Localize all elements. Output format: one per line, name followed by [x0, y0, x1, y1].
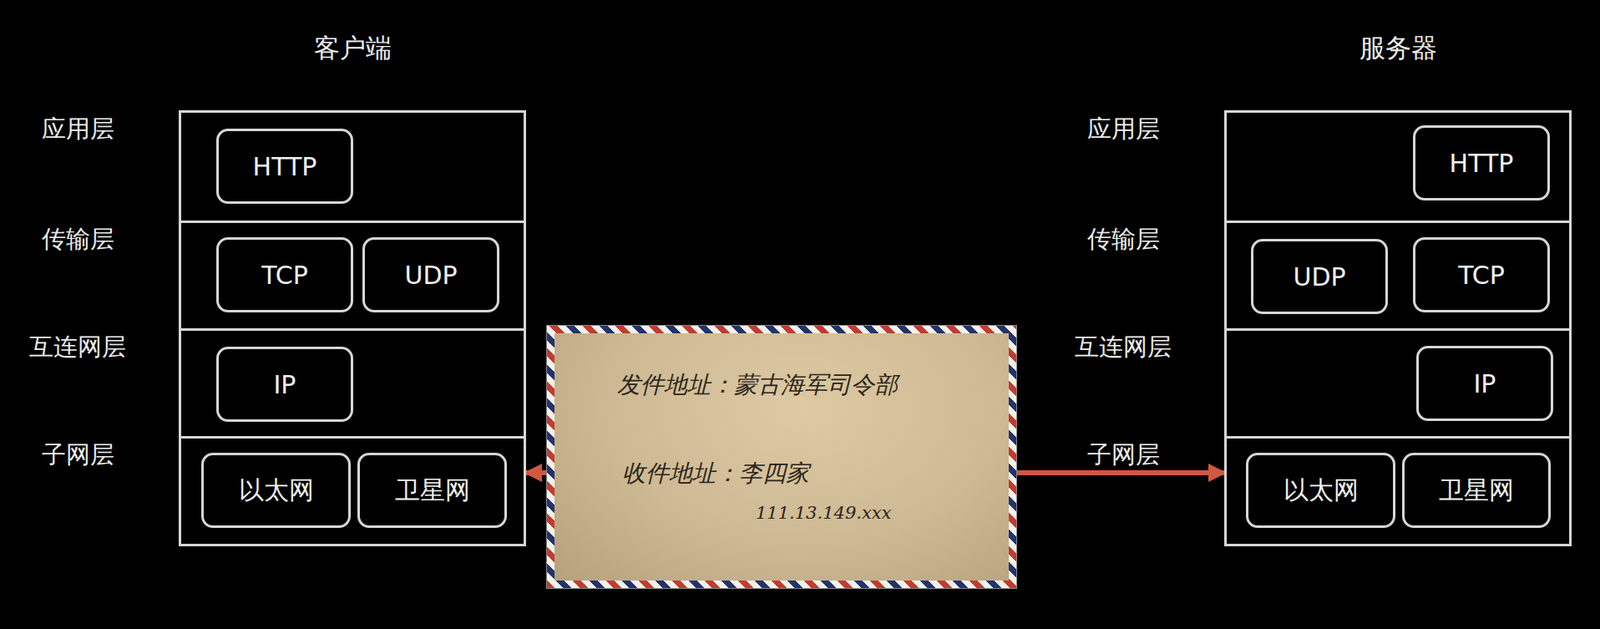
layer-band: 互连网层IP [181, 328, 524, 436]
protocol-name: UDP [1292, 262, 1346, 292]
packet-arrow [1017, 470, 1227, 476]
protocol-box: HTTP [216, 128, 354, 204]
address-line: 111.13.149.xxx [755, 502, 892, 523]
protocol-box: UDP [362, 237, 500, 313]
protocol-box: TCP [216, 237, 354, 313]
protocol-box: IP [1416, 345, 1554, 421]
protocol-name: 卫星网 [1438, 473, 1514, 508]
protocol-name: 以太网 [1283, 473, 1359, 508]
protocol-box: HTTP [1412, 125, 1550, 201]
protocol-name: HTTP [253, 151, 318, 182]
address-line: 收件地址：李四家 [622, 457, 810, 490]
layer-band: 应用层HTTP [181, 112, 524, 221]
stack-heading: 客户端 [181, 30, 524, 66]
protocol-box: 卫星网 [1402, 452, 1551, 528]
layer-band: 传输层UDPTCP [1226, 220, 1570, 329]
protocol-box: 以太网 [1245, 452, 1396, 528]
envelope: 发件地址：蒙古海军司令部收件地址：李四家 111.13.149.xxx [546, 324, 1018, 589]
protocol-box: 卫星网 [357, 452, 507, 528]
stack-heading: 服务器 [1226, 30, 1570, 66]
protocol-box: 以太网 [201, 452, 351, 528]
protocol-stack: 客户端应用层HTTP传输层TCPUDP互连网层IP子网层以太网卫星网 [178, 110, 527, 547]
protocol-name: TCP [261, 260, 309, 290]
layer-name: 互连网层 [0, 330, 162, 365]
protocol-name: UDP [404, 260, 457, 290]
layer-name: 子网层 [0, 438, 162, 472]
layer-band: 传输层TCPUDP [181, 220, 524, 329]
address-line: 发件地址：蒙古海军司令部 [617, 369, 898, 401]
protocol-name: IP [1473, 369, 1497, 399]
protocol-name: 以太网 [238, 473, 314, 508]
envelope-paper [554, 333, 1009, 581]
layer-name: 应用层 [1039, 112, 1207, 147]
layer-name: 传输层 [1039, 222, 1207, 257]
layer-name: 子网层 [1039, 438, 1207, 472]
layer-name: 应用层 [0, 112, 162, 147]
protocol-name: IP [273, 369, 297, 400]
protocol-name: TCP [1458, 260, 1505, 290]
layer-band: 子网层以太网卫星网 [1226, 435, 1570, 544]
layer-band: 互连网层IP [1226, 328, 1570, 436]
packet-arrow [523, 470, 547, 476]
layer-band: 应用层HTTP [1226, 112, 1570, 221]
protocol-stack: 服务器应用层HTTP传输层UDPTCP互连网层IP子网层以太网卫星网 [1224, 110, 1572, 547]
layer-band: 子网层以太网卫星网 [181, 435, 524, 544]
protocol-box: UDP [1250, 238, 1388, 314]
protocol-box: TCP [1412, 237, 1550, 313]
protocol-name: HTTP [1449, 148, 1514, 178]
layer-name: 互连网层 [1039, 330, 1207, 365]
layer-name: 传输层 [0, 222, 162, 257]
protocol-name: 卫星网 [394, 473, 471, 508]
protocol-box: IP [216, 346, 354, 422]
